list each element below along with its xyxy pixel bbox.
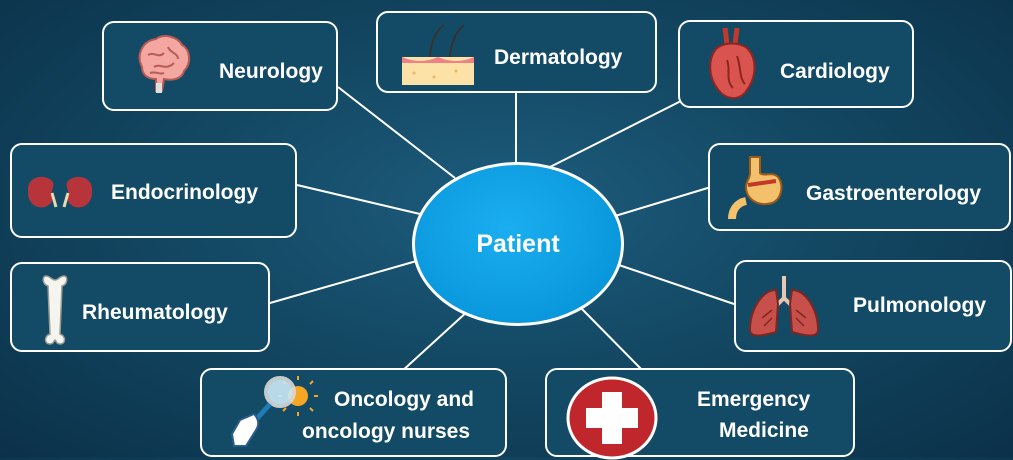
rheumatology-label: Rheumatology (82, 301, 228, 324)
connector-neurology (337, 86, 456, 179)
pulmonology-label: Pulmonology (853, 294, 986, 317)
oncology-label-line1: Oncology and (334, 388, 475, 411)
oncology-node: Oncology and oncology nurses (200, 368, 507, 457)
stomach-icon (728, 156, 783, 220)
magnifier-cell-icon (230, 376, 318, 447)
rheumatology-node: Rheumatology (10, 262, 270, 352)
connector-cardiology (547, 99, 684, 169)
emergency-node: Emergency Medicine (545, 368, 855, 460)
cardiology-node: Cardiology (678, 20, 914, 108)
gastroenterology-label: Gastroenterology (806, 182, 982, 205)
endocrinology-label: Endocrinology (111, 181, 258, 204)
connector-endocrinology (296, 184, 421, 215)
patient-node: Patient (412, 162, 624, 326)
dermatology-node: Dermatology (376, 11, 657, 93)
neurology-node: Neurology (102, 21, 338, 111)
patient-label: Patient (476, 229, 560, 258)
endocrinology-node: Endocrinology (10, 143, 297, 238)
dermatology-label: Dermatology (494, 46, 623, 69)
oncology-label-line2: oncology nurses (302, 420, 471, 443)
gastroenterology-node: Gastroenterology (708, 143, 1011, 231)
emergency-label-line2: Medicine (719, 419, 809, 442)
connector-oncology (400, 309, 470, 373)
lungs-icon (748, 276, 820, 337)
bone-icon (42, 275, 68, 345)
heart-icon (709, 27, 756, 99)
connector-gastroenterology (614, 186, 712, 217)
emergency-label-line1: Emergency (697, 388, 811, 411)
connector-rheumatology (269, 259, 421, 304)
skin-hair-icon (402, 24, 474, 85)
connector-pulmonology (609, 261, 735, 305)
pulmonology-node: Pulmonology (734, 260, 1012, 352)
neurology-label: Neurology (219, 60, 323, 83)
brain-icon (138, 35, 190, 93)
cardiology-label: Cardiology (780, 60, 890, 83)
red-cross-icon (566, 376, 658, 460)
connector-emergency (580, 307, 646, 374)
kidneys-icon (28, 176, 92, 208)
